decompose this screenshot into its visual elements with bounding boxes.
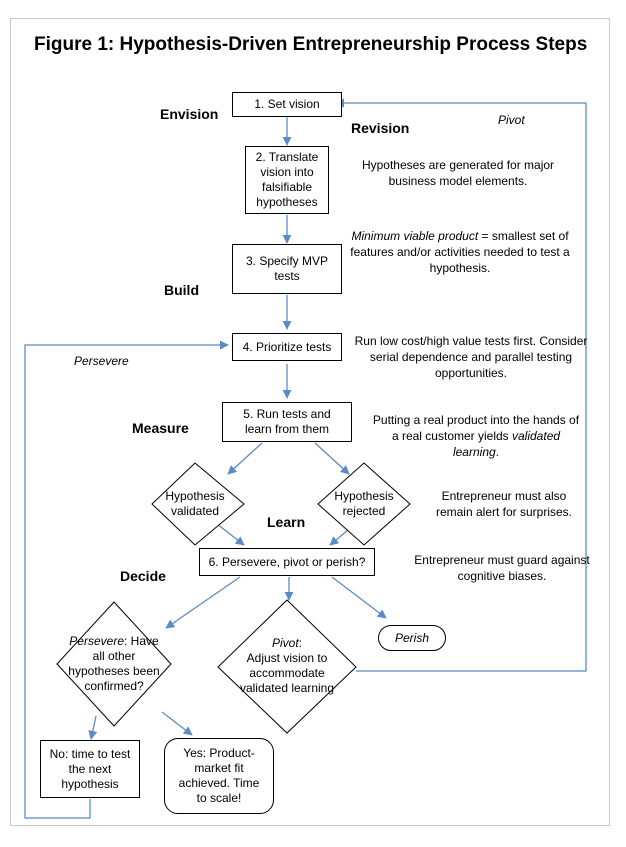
- persevere-term: Persevere: [69, 634, 124, 648]
- persevere-line-3: confirmed?: [84, 679, 144, 693]
- figure-title: Figure 1: Hypothesis-Driven Entrepreneur…: [34, 34, 588, 55]
- note-product-term: validated learning: [452, 429, 561, 459]
- validated-line-1: Hypothesis: [165, 489, 225, 503]
- rejected-line-1: Hypothesis: [334, 489, 394, 503]
- step-set-vision: 1. Set vision: [232, 92, 342, 117]
- step-decide-label: 6. Persevere, pivot or perish?: [208, 554, 366, 569]
- outcome-test-next: No: time to test the next hypothesis: [40, 740, 140, 798]
- diamond-pivot: [217, 599, 357, 734]
- persevere-line-1: Persevere: Have all other: [66, 634, 162, 664]
- step-run-tests-label: 5. Run tests and learn from them: [243, 407, 331, 436]
- arrow-run-to-validated: [227, 442, 263, 475]
- persevere-rest-1: : Have all other: [92, 634, 159, 663]
- validated-text: Hypothesis validated: [157, 488, 233, 520]
- step-translate-vision: 2. Translate vision into falsifiable hyp…: [245, 146, 329, 214]
- note-mvp: Minimum viable product = smallest set of…: [338, 228, 582, 276]
- outcome-perish: Perish: [378, 625, 446, 651]
- pivot-line-3: accommodate: [249, 666, 325, 680]
- stage-build: Build: [164, 282, 199, 298]
- stage-measure: Measure: [132, 420, 189, 436]
- step-set-vision-label: 1. Set vision: [254, 97, 320, 111]
- pivot-text: Pivot: Adjust vision to accommodate vali…: [232, 626, 342, 706]
- arrow-persevere-loop: [24, 340, 229, 819]
- note-hypotheses: Hypotheses are generated for major busin…: [361, 158, 555, 188]
- diamond-hypothesis-validated: [151, 462, 245, 546]
- label-persevere-loop: Persevere: [74, 354, 129, 368]
- diamond-persevere-question: [56, 601, 172, 727]
- note-mvp-rest: = smallest set of features and/or activi…: [350, 229, 570, 275]
- stage-revision: Revision: [351, 120, 410, 136]
- stage-learn: Learn: [267, 514, 306, 530]
- pivot-line-4: validated learning: [239, 681, 335, 695]
- validated-line-2: validated: [170, 504, 220, 518]
- arrow-persevere-to-yes: [161, 711, 193, 736]
- outcome-product-market-fit-label: Yes: Product-market fit achieved. Time t…: [178, 746, 260, 805]
- outcome-perish-label: Perish: [394, 630, 429, 645]
- pivot-line-1: Pivot:: [272, 636, 302, 651]
- step-prioritize-tests-label: 4. Prioritize tests: [242, 339, 332, 354]
- arrow-decide-to-persevere: [165, 576, 241, 629]
- arrow-pivot-loop: [335, 98, 587, 672]
- pivot-rest-1: :: [298, 636, 303, 650]
- note-surprises: Entrepreneur must also remain alert for …: [435, 489, 573, 519]
- figure-frame: [10, 18, 610, 826]
- arrow-run-to-rejected: [314, 442, 350, 475]
- label-pivot-loop: Pivot: [498, 113, 525, 127]
- note-mvp-term: Minimum viable product: [351, 229, 479, 243]
- note-product: Putting a real product into the hands of…: [370, 412, 582, 460]
- pivot-line-2: Adjust vision to: [246, 651, 328, 665]
- arrow-decide-to-perish: [331, 576, 387, 619]
- rejected-text: Hypothesis rejected: [326, 488, 402, 520]
- persevere-question-text: Persevere: Have all other hypotheses bee…: [66, 624, 162, 704]
- note-product-end: .: [495, 445, 500, 459]
- note-product-text: Putting a real product into the hands of…: [372, 413, 580, 443]
- rejected-line-2: rejected: [342, 504, 386, 518]
- step-specify-mvp-label: 3. Specify MVP tests: [245, 254, 329, 283]
- outcome-product-market-fit: Yes: Product-market fit achieved. Time t…: [164, 738, 274, 814]
- pivot-term: Pivot: [271, 636, 299, 650]
- step-persevere-pivot-perish: 6. Persevere, pivot or perish?: [199, 548, 375, 576]
- diamond-hypothesis-rejected: [317, 462, 411, 546]
- stage-envision: Envision: [160, 106, 219, 122]
- step-run-tests: 5. Run tests and learn from them: [222, 402, 352, 442]
- outcome-test-next-label: No: time to test the next hypothesis: [49, 746, 131, 791]
- stage-decide: Decide: [120, 568, 166, 584]
- note-biases: Entrepreneur must guard against cognitiv…: [414, 553, 590, 583]
- note-tests: Run low cost/high value tests first. Con…: [354, 334, 588, 380]
- persevere-line-2: hypotheses been: [68, 664, 160, 678]
- step-translate-vision-label: 2. Translate vision into falsifiable hyp…: [255, 150, 319, 209]
- step-prioritize-tests: 4. Prioritize tests: [232, 333, 342, 361]
- arrow-persevere-to-no: [88, 715, 98, 740]
- step-specify-mvp: 3. Specify MVP tests: [232, 244, 342, 294]
